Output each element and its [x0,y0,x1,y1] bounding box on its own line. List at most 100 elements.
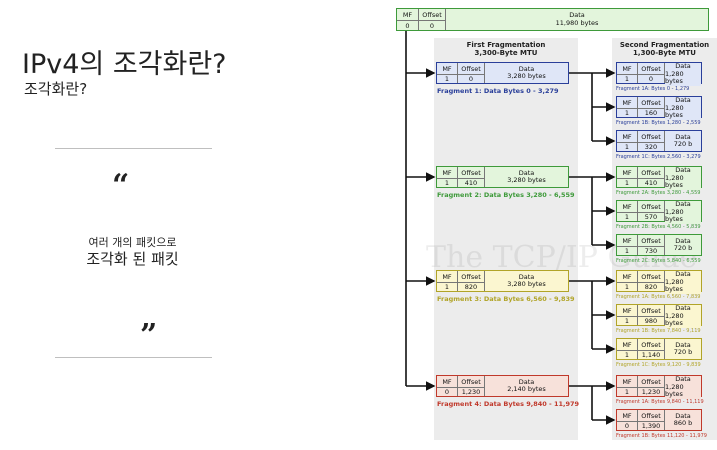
data-header: Data [675,340,691,349]
data-header: Data [675,132,691,141]
data-size: 720 b [673,140,693,148]
first-fragmentation-column [434,38,578,440]
offset-value: 820 [644,283,658,291]
sub-fragment-label: Fragment 1C: Bytes 9,120 - 9,839 [616,362,701,368]
mf-value: 0 [444,388,450,396]
fragment-1-label: Fragment 1: Data Bytes 0 - 3,279 [437,87,559,95]
fragmentation-diagram: The TCP/IP Guide MF 0 Offset 0 Data 11,9… [390,0,717,450]
open-quote-mark: “ [112,168,130,203]
sub-fragment-label: Fragment 2A: Bytes 3,280 - 4,559 [616,190,701,196]
fragment-4-label: Fragment 4: Data Bytes 9,840 - 11,979 [437,400,580,408]
offset-header: Offset [638,376,664,388]
mf-header: MF [617,97,637,109]
sub-fragment-label: Fragment 1C: Bytes 2,560 - 3,279 [616,154,701,160]
first-header-line-1: First Fragmentation [466,41,546,49]
data-size: 3,280 bytes [507,72,546,80]
offset-header: Offset [458,271,484,283]
data-size: 3,280 bytes [507,176,546,184]
mf-header: MF [437,167,457,179]
data-header: Data [675,270,691,278]
mf-header: MF [617,339,637,351]
mf-value: 1 [624,247,630,255]
offset-value: 0 [468,75,474,83]
offset-value: 0 [429,21,435,30]
mf-header: MF [617,167,637,179]
offset-value: 410 [644,179,658,187]
second-header-line-1: Second Fragmentation [619,41,710,49]
mf-header: MF [617,235,637,247]
original-datagram: MF 0 Offset 0 Data 11,980 bytes [396,8,709,31]
offset-header: Offset [638,63,664,75]
mf-value: 1 [444,283,450,291]
offset-header: Offset [419,9,445,21]
offset-header: Offset [638,201,664,213]
offset-header: Offset [458,167,484,179]
data-size: 1,280 bytes [665,311,684,327]
mf-value: 1 [624,179,630,187]
data-size: 1,280 bytes [665,382,684,398]
data-size: 1,280 bytes [665,103,684,119]
mf-header: MF [617,305,637,317]
data-header: Data [518,64,535,73]
offset-value: 570 [644,213,658,221]
offset-header: Offset [638,167,664,179]
data-header: Data [675,236,691,245]
data-header: Data [675,304,691,312]
mf-value: 1 [624,351,630,359]
slide-title: IPv4의 조각화란? [22,49,227,80]
data-size: 720 b [673,244,693,252]
mf-value: 0 [405,21,410,30]
offset-value: 820 [464,283,478,291]
data-header: Data [518,377,535,386]
data-header: Data [518,272,535,281]
mf-value: 1 [624,109,630,117]
offset-value: 0 [648,75,654,83]
divider-bottom [55,357,212,358]
offset-value: 1,230 [461,388,481,396]
slide-subtitle: 조각화란? [24,80,88,98]
first-fragmentation-header: First Fragmentation 3,300-Byte MTU [434,41,578,57]
mf-value: 1 [624,283,630,291]
data-header: Data [675,62,691,70]
data-size: 1,280 bytes [665,173,684,189]
data-header: Data [675,375,691,383]
first-header-line-2: 3,300-Byte MTU [474,49,538,57]
data-header: Data [518,168,535,177]
sub-fragment-label: Fragment 1A: Bytes 0 - 1,279 [616,86,690,92]
data-header: Data [675,411,691,420]
divider-top [55,148,212,149]
data-header: Data [675,96,691,104]
offset-value: 160 [644,109,658,117]
data-size: 1,280 bytes [665,277,684,293]
offset-header: Offset [638,271,664,283]
offset-header: Offset [638,339,664,351]
mf-value: 1 [624,75,630,83]
offset-header: Offset [638,97,664,109]
sub-fragment-label: Fragment 2C: Bytes 5,840 - 6,559 [616,258,701,264]
offset-value: 410 [464,179,478,187]
fragment-2-label: Fragment 2: Data Bytes 3,280 - 6,559 [437,191,575,199]
offset-value: 320 [644,143,658,151]
data-header: Data [675,166,691,174]
data-header: Data [675,200,691,208]
offset-header: Offset [638,410,664,422]
offset-header: Offset [458,376,484,388]
sub-fragment-label: Fragment 1B: Bytes 7,840 - 9,119 [616,328,701,334]
data-size: 3,280 bytes [507,280,546,288]
offset-value: 730 [644,247,658,255]
mf-header: MF [617,201,637,213]
data-size: 1,280 bytes [665,69,684,85]
data-size: 720 b [673,348,693,356]
